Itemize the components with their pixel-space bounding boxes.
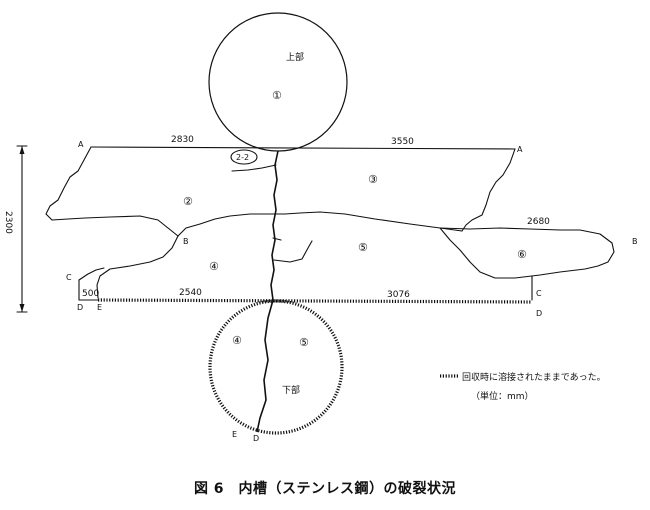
point-e-left: E [97, 303, 102, 312]
lower-left-edge [96, 235, 179, 299]
d-left-edge [78, 279, 99, 301]
unit-label: （単位：mm） [471, 390, 534, 402]
point-e-bottom: E [232, 430, 237, 439]
point-c-left: C [66, 273, 72, 282]
crack-b-center [177, 211, 463, 237]
region-3-number: ③ [368, 173, 378, 186]
point-b-left: B [183, 237, 189, 246]
dim-top-left: 2830 [171, 135, 194, 145]
height-arrow-top [19, 146, 25, 154]
bottom-head-circle [208, 299, 344, 435]
bottom-part-label: 下部 [282, 384, 300, 396]
top-head-circle [208, 12, 348, 152]
dim-bottom-small: 500 [82, 289, 99, 299]
bottom-region-4-number: ④ [232, 334, 242, 347]
top-part-label: 上部 [286, 51, 304, 63]
vertical-crack [270, 150, 279, 301]
point-c-right: C [536, 289, 542, 298]
branch-crack-small [272, 237, 282, 241]
point-a-right: A [517, 145, 523, 154]
dim-bottom-right: 3076 [387, 290, 410, 300]
branch-crack-mid [273, 240, 313, 263]
point-b-right: B [632, 237, 638, 246]
point-a-left: A [78, 140, 84, 149]
region-1-number: ① [272, 89, 282, 102]
region-2-2-bubble [230, 149, 258, 165]
top-edge-line [90, 146, 516, 150]
region-4-number: ④ [209, 260, 219, 273]
c-left-edge [78, 267, 105, 281]
point-d-left: D [77, 303, 83, 312]
region-6-outline [439, 227, 615, 279]
region-5-number: ⑤ [358, 241, 368, 254]
region-2-number: ② [183, 195, 193, 208]
dim-top-right: 3550 [391, 137, 414, 147]
region-2-2-number: 2-2 [236, 153, 249, 162]
dim-bottom-left: 2540 [179, 288, 202, 298]
left-torn-edge [45, 146, 179, 237]
bottom-weld-line [97, 298, 533, 304]
height-arrow-bottom [19, 304, 25, 312]
figure-caption: 図 6 内槽（ステンレス鋼）の破裂状況 [193, 481, 457, 497]
point-d-right: D [536, 309, 542, 318]
region-6-number: ⑥ [517, 248, 527, 261]
right-torn-edge [461, 148, 516, 232]
bottom-crack [256, 299, 274, 433]
branch-crack-upper [231, 164, 277, 172]
dim-right-mid: 2680 [527, 217, 550, 227]
height-dimension-label: 2300 [3, 211, 13, 234]
point-d-bottom: D [253, 434, 259, 443]
bottom-region-5-number: ⑤ [299, 336, 309, 349]
legend-text: 回収時に溶接されたままであった。 [462, 371, 606, 383]
